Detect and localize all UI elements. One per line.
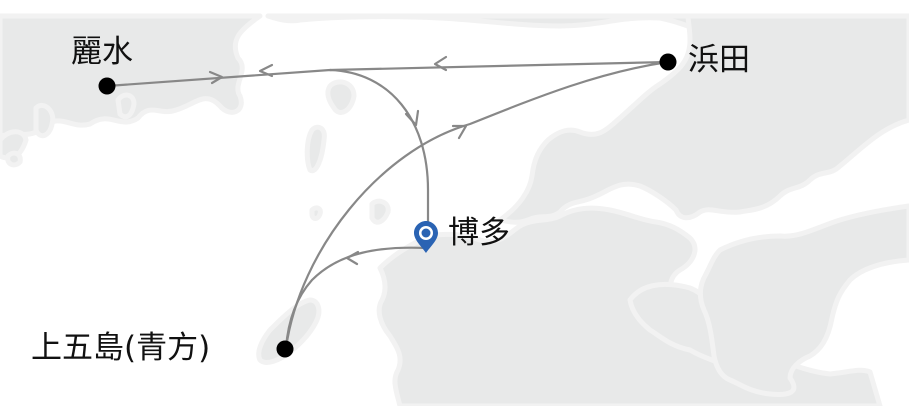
port-dot-hamada[interactable] <box>659 53 677 71</box>
land-korea-south <box>33 102 56 139</box>
island-3 <box>369 198 391 225</box>
route-hakata-reisui <box>106 68 430 232</box>
land-masses <box>0 13 909 406</box>
land-korea-west-coast <box>0 129 29 161</box>
origin-label-hakata: 博多 <box>448 215 510 251</box>
route-hamada-reisui <box>329 60 669 72</box>
island-4 <box>309 205 323 221</box>
island-small-1 <box>5 150 23 168</box>
port-dot-kamigoto[interactable] <box>276 340 294 358</box>
port-dot-reisui[interactable] <box>98 77 116 95</box>
arrow-right-icon <box>208 70 224 85</box>
island-1 <box>325 79 357 115</box>
arrow-left-icon <box>433 55 448 72</box>
port-markers <box>98 53 677 358</box>
port-label-kamigoto: 上五島(青方) <box>31 330 211 366</box>
land-honshu <box>497 13 909 225</box>
island-2 <box>304 124 327 174</box>
land-shikoku <box>697 203 909 397</box>
arrow-left-icon <box>345 250 360 266</box>
route-arrows <box>208 55 468 266</box>
arrow-down-icon <box>404 109 420 127</box>
island-tsushima <box>115 92 137 120</box>
map-pin-icon[interactable] <box>414 221 438 253</box>
arrow-right-icon <box>451 124 468 140</box>
route-hakata-kamigoto <box>284 246 427 349</box>
port-label-reisui: 麗水 <box>71 34 133 70</box>
port-label-hamada: 浜田 <box>688 42 750 78</box>
arrow-left-icon <box>258 63 274 78</box>
